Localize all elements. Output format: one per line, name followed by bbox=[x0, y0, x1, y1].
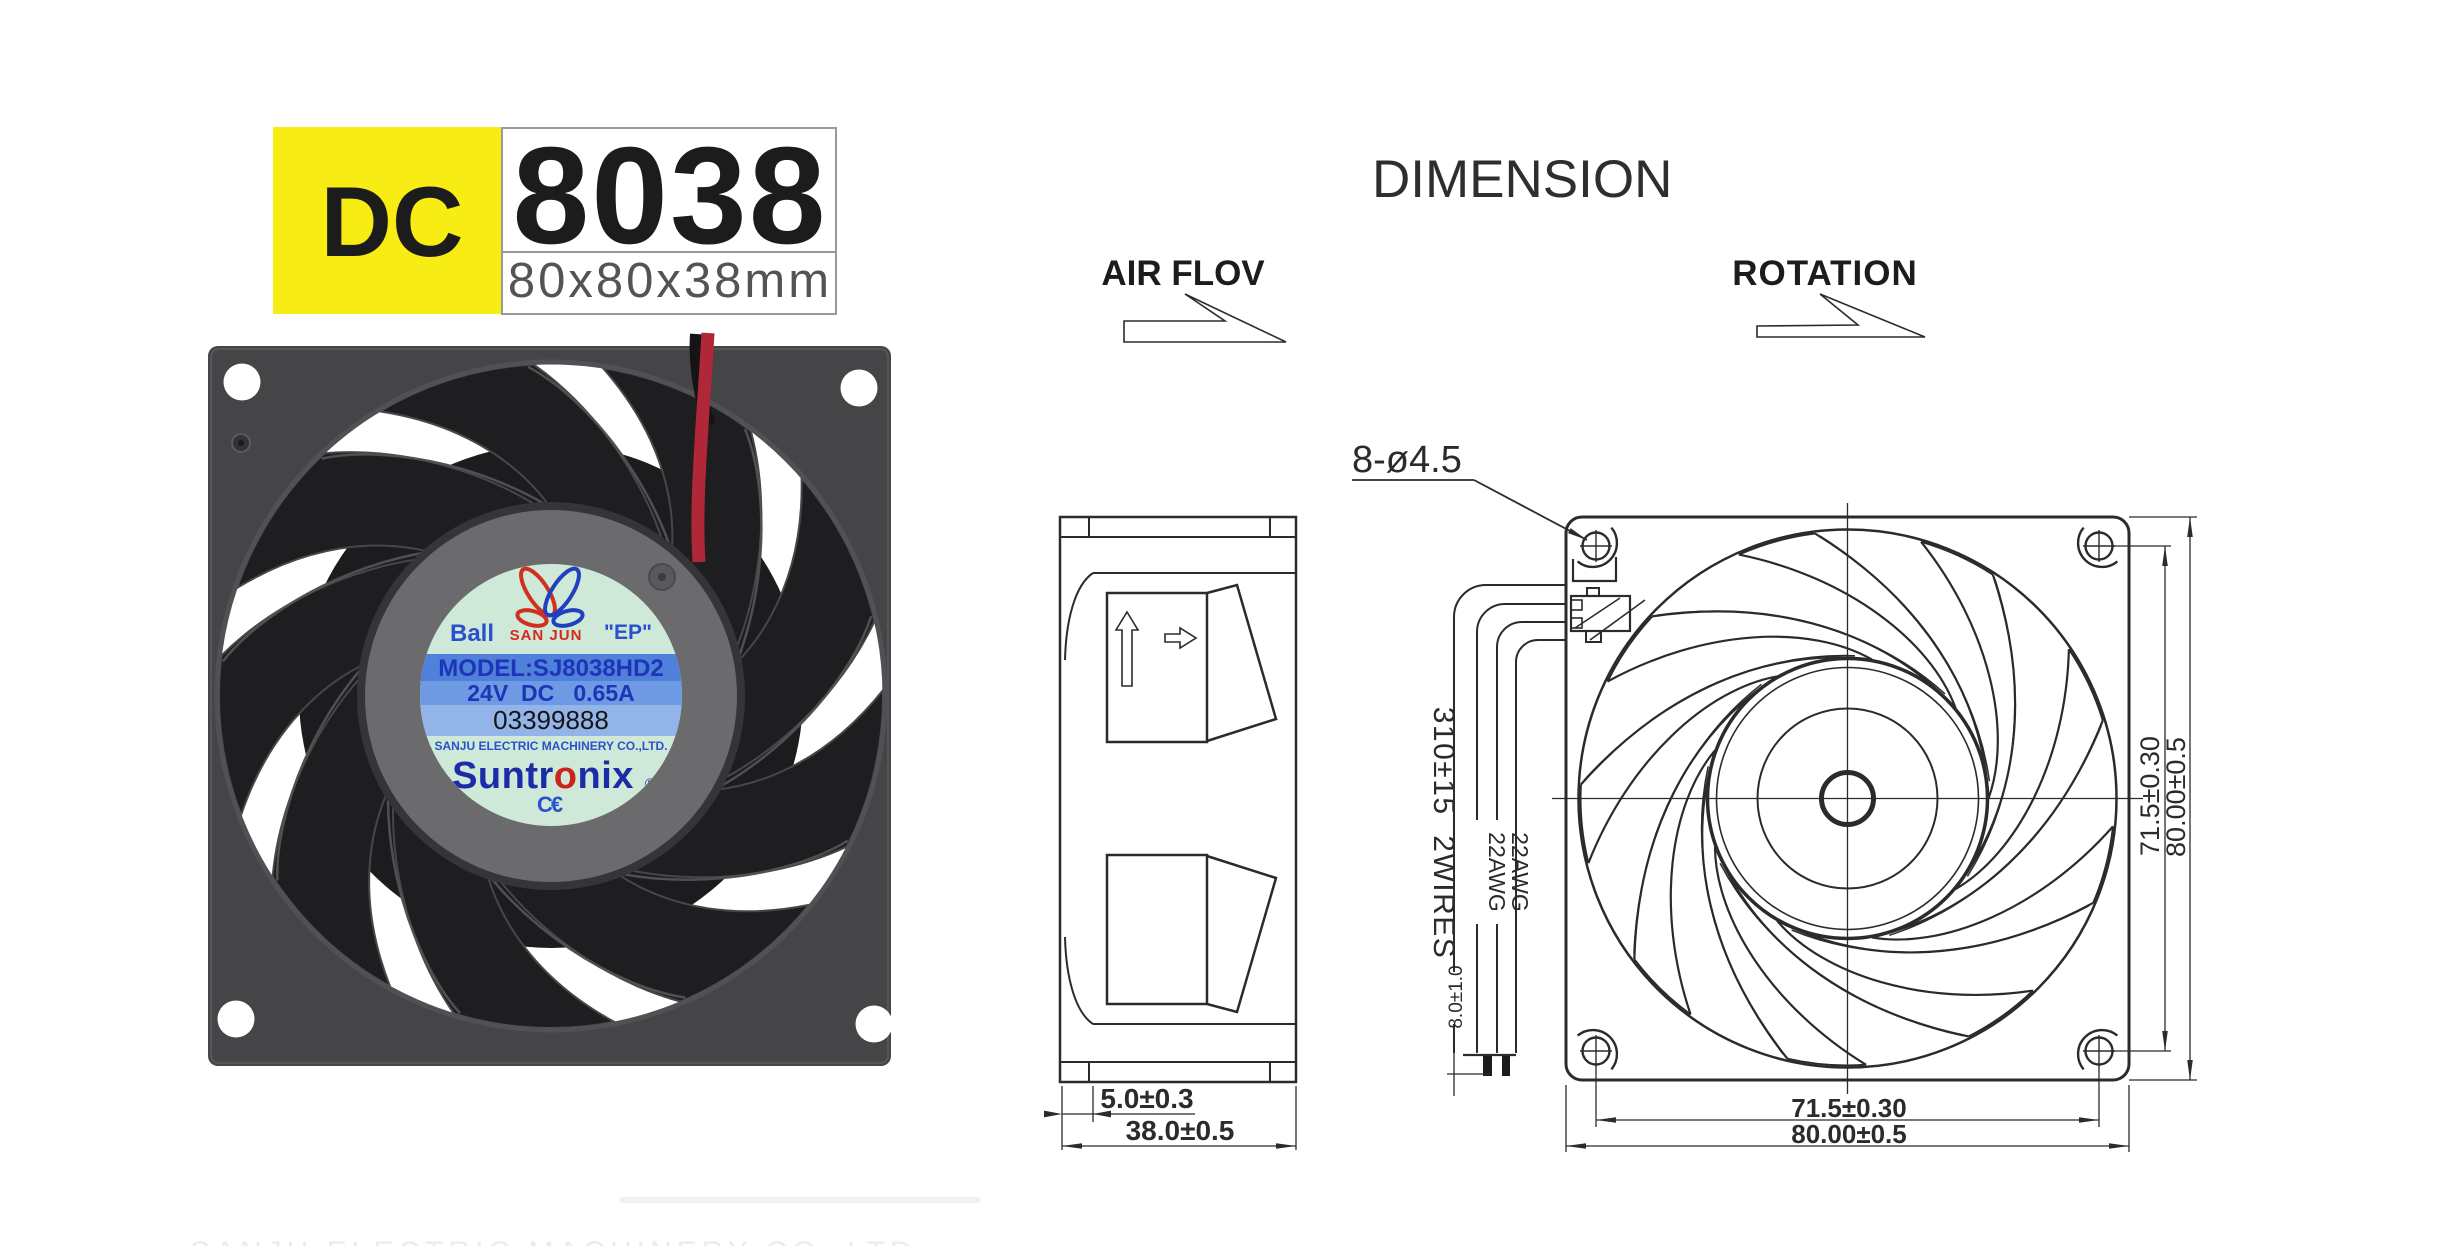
svg-text:03399888: 03399888 bbox=[493, 705, 609, 735]
svg-text:DIMENSION: DIMENSION bbox=[1372, 150, 1672, 209]
svg-text:8.0±1.0: 8.0±1.0 bbox=[1446, 965, 1467, 1028]
svg-text:"EP": "EP" bbox=[604, 621, 652, 644]
svg-text:310±15 2WIRES: 310±15 2WIRES bbox=[1427, 707, 1460, 960]
svg-text:Ball: Ball bbox=[450, 620, 494, 647]
svg-text:MODEL:SJ8038HD2: MODEL:SJ8038HD2 bbox=[438, 655, 663, 682]
svg-text:AIR FLOV: AIR FLOV bbox=[1101, 254, 1265, 293]
svg-text:5.0±0.3: 5.0±0.3 bbox=[1100, 1083, 1193, 1114]
svg-text:71.5±0.30: 71.5±0.30 bbox=[1791, 1093, 1906, 1123]
svg-text:71.5±0.30: 71.5±0.30 bbox=[2135, 736, 2165, 856]
svg-text:38.0±0.5: 38.0±0.5 bbox=[1126, 1115, 1235, 1146]
svg-text:SANJU ELECTRIC MACHINERY CO.,L: SANJU ELECTRIC MACHINERY CO.,LTD. bbox=[190, 1236, 930, 1246]
svg-text:22AWG: 22AWG bbox=[1507, 832, 1533, 912]
svg-text:80.00±0.5: 80.00±0.5 bbox=[1791, 1119, 1906, 1149]
svg-text:SAN JUN: SAN JUN bbox=[510, 627, 583, 644]
svg-text:24V DC 0.65A: 24V DC 0.65A bbox=[467, 680, 634, 706]
svg-text:80.00±0.5: 80.00±0.5 bbox=[2161, 737, 2191, 857]
svg-text:Suntronix: Suntronix bbox=[452, 755, 634, 797]
svg-text:80x80x38mm: 80x80x38mm bbox=[508, 254, 832, 308]
svg-text:DC: DC bbox=[321, 166, 464, 277]
svg-text:ROTATION: ROTATION bbox=[1732, 254, 1918, 293]
svg-text:8038: 8038 bbox=[513, 119, 828, 273]
svg-text:22AWG: 22AWG bbox=[1484, 832, 1510, 912]
svg-text:C€: C€ bbox=[537, 792, 563, 817]
svg-text:SANJU ELECTRIC MACHINERY CO.,L: SANJU ELECTRIC MACHINERY CO.,LTD. bbox=[434, 739, 667, 753]
svg-text:8-ø4.5: 8-ø4.5 bbox=[1352, 439, 1462, 481]
